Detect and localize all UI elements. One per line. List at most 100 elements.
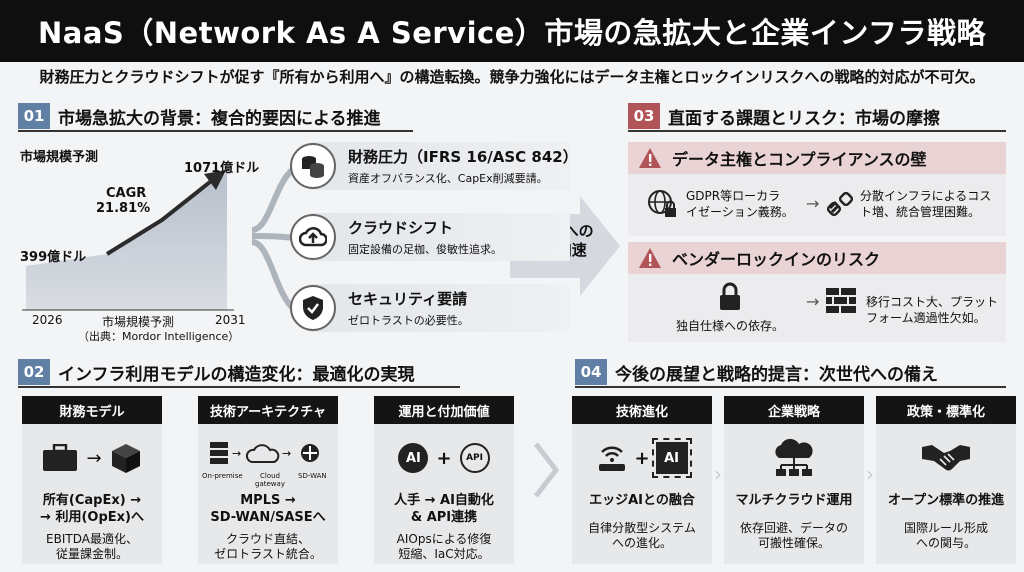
risk1-left-text: GDPR等ローカラ イゼーション義務。 — [686, 188, 794, 220]
warning-icon — [639, 248, 661, 268]
section-03-header: 03 直面する課題とリスク：市場の摩擦 — [628, 102, 940, 130]
cagr-label: CAGR — [106, 186, 147, 201]
risk1-left-line1: GDPR等ローカラ — [686, 189, 781, 203]
card-tech-architecture-head: 技術アーキテクチャ — [198, 396, 338, 424]
svg-text:→: → — [232, 447, 241, 460]
section-03-number: 03 — [628, 103, 660, 129]
cloud-icon — [245, 444, 280, 463]
card-corporate-strategy-icons — [724, 424, 864, 492]
section-02-title: インフラ利用モデルの構造変化：最適化の実現 — [58, 364, 415, 385]
plus-icon: + — [634, 447, 650, 469]
arrow-right-icon: → — [86, 447, 102, 469]
risk1-right-line1: 分散インフラによるコス — [860, 189, 992, 203]
ai-chip-icon: AI — [651, 438, 692, 478]
network-diagram-icon: → → — [210, 442, 319, 464]
section-02-number: 02 — [18, 359, 50, 385]
section-02-underline — [18, 386, 460, 388]
router-icon — [301, 444, 319, 462]
cagr-value: 21.81% — [96, 201, 151, 216]
diagram-label-onpremise: On-premise — [202, 472, 243, 480]
warning-icon — [639, 148, 661, 168]
card-policy-standards-main: オープン標準の推進 — [887, 493, 1005, 508]
card-operations: 運用と付加価値 AI + API 人手 → AI自動化 & API連携 AIOp… — [374, 396, 514, 564]
main-line1: 所有(CapEx) → — [42, 493, 142, 508]
card-operations-icons: AI + API — [374, 424, 514, 492]
box-icon — [111, 444, 140, 473]
multi-cloud-icon — [775, 438, 813, 476]
main-line2: SD-WAN/SASEへ — [210, 510, 326, 525]
card-policy-standards: 政策・標準化 オープン標準の推進 国際ルール形成 への関与。 — [876, 396, 1016, 564]
market-size-area-svg — [22, 170, 234, 311]
card-tech-evolution-sub: 自律分散型システム への進化。 — [572, 521, 712, 551]
sub-line2: 可搬性確保。 — [757, 536, 830, 550]
risk-vendor-lockin-header: ベンダーロックインのリスク — [628, 242, 1006, 274]
risk1-left-line2: イゼーション義務。 — [686, 205, 794, 219]
chart-label: 市場規模予測 — [20, 150, 99, 165]
ai-badge-icon: AI — [398, 443, 429, 473]
risk1-right-text: 分散インフラによるコス ト増、統合管理困難。 — [860, 188, 991, 220]
page-title: NaaS（Network As A Service）市場の急拡大と企業インフラ戦… — [0, 0, 1024, 62]
risk2-right-line1: 移行コスト大、プラット — [866, 295, 999, 309]
chevron-right-icon: › — [866, 462, 874, 486]
card-operations-head: 運用と付加価値 — [374, 396, 514, 424]
card-tech-architecture-sub: クラウド直結、 ゼロトラスト統合。 — [198, 532, 338, 562]
risk2-right-line2: フォーム適過性欠如。 — [866, 311, 986, 325]
card-financial-model-main: 所有(CapEx) → → 利用(OpEx)へ — [22, 492, 162, 526]
arrow-right-icon: → — [806, 194, 820, 213]
coins-icon — [290, 143, 336, 189]
card-corporate-strategy-head: 企業戦略 — [724, 396, 864, 424]
card-corporate-strategy-sub: 依存回避、データの 可搬性確保。 — [724, 521, 864, 551]
market-size-chart: 市場規模予測 1071億ドル CAGR 21.81% 399億ドル 2026 市… — [12, 140, 259, 345]
section-divider-chevron-icon — [534, 442, 560, 498]
card-tech-architecture: 技術アーキテクチャ → → On-premise Cloud gateway S… — [198, 396, 338, 564]
plus-icon: + — [436, 447, 452, 469]
value-end-label: 1071億ドル — [184, 161, 260, 176]
factor-security: セキュリティ要請 ゼロトラストの必要性。 — [290, 282, 590, 334]
factor-bg — [310, 213, 570, 261]
card-financial-model-head: 財務モデル — [22, 396, 162, 424]
sub-line1: クラウド直結、 — [225, 532, 310, 546]
risk2-left-text: 独自仕様への依存。 — [676, 319, 785, 333]
factor-cloud: クラウドシフト 固定設備の足枷、俊敏性追求。 — [290, 211, 590, 263]
section-02-header: 02 インフラ利用モデルの構造変化：最適化の実現 — [18, 358, 415, 386]
year-start: 2026 — [32, 313, 63, 327]
diagram-label-cloud-gateway: Cloud gateway — [255, 472, 285, 488]
cloud-upload-icon — [290, 214, 336, 260]
factor-bg — [310, 284, 570, 332]
risk-data-sovereignty-body: GDPR等ローカラ イゼーション義務。 → 分散インフラによるコス ト増、統合管… — [628, 174, 1006, 236]
sub-line2: への関与。 — [915, 536, 976, 550]
api-badge-icon: API — [459, 443, 490, 473]
risk1-right-line2: ト増、統合管理困難。 — [860, 205, 981, 219]
page-subtitle: 財務圧力とクラウドシフトが促す『所有から利用へ』の構造転換。競争力強化にはデータ… — [39, 68, 985, 86]
sub-line1: AIOpsによる修復 — [396, 532, 492, 546]
factor-security-title: セキュリティ要請 — [348, 290, 468, 308]
factor-cloud-desc: 固定設備の足枷、俊敏性追求。 — [348, 243, 502, 256]
card-financial-model: 財務モデル → 所有(CapEx) → → 利用(OpEx)へ EBITDA最適… — [22, 396, 162, 564]
value-start-label: 399億ドル — [20, 250, 87, 265]
arrow-right-icon: → — [806, 292, 820, 311]
section-04-title: 今後の展望と戦略的提言：次世代への備え — [615, 364, 938, 385]
padlock-icon — [720, 282, 740, 310]
card-policy-standards-icons — [876, 424, 1016, 492]
risk-data-sovereignty-header: データ主権とコンプライアンスの壁 — [628, 142, 1006, 174]
market-area — [26, 172, 227, 310]
card-tech-evolution-icons: + AI — [572, 424, 712, 492]
growth-arrow — [105, 180, 212, 256]
card-tech-evolution-head: 技術進化 — [572, 396, 712, 424]
growth-arrow-head — [204, 170, 226, 190]
risk-vendor-lockin-body: 独自仕様への依存。 → 移行コスト大、プラット フォーム適過性欠如。 — [628, 274, 1006, 342]
section-04-header: 04 今後の展望と戦略的提言：次世代への備え — [575, 358, 938, 386]
card-policy-standards-sub: 国際ルール形成 への関与。 — [876, 521, 1016, 551]
briefcase-icon — [43, 444, 78, 471]
card-tech-evolution-main: エッジAIとの融合 — [589, 493, 695, 508]
main-line1: MPLS → — [240, 493, 296, 508]
risk-vendor-lockin-title: ベンダーロックインのリスク — [672, 250, 881, 269]
card-operations-sub: AIOpsによる修復 短縮、IaC対応。 — [374, 532, 514, 562]
card-financial-model-icons: → — [22, 424, 162, 492]
factor-security-desc: ゼロトラストの必要性。 — [348, 314, 469, 327]
sub-line1: 国際ルール形成 — [903, 521, 988, 535]
factor-cloud-title: クラウドシフト — [348, 219, 454, 237]
shield-check-icon — [290, 285, 336, 331]
chevron-right-icon: › — [714, 462, 722, 486]
section-01-number: 01 — [18, 103, 50, 129]
